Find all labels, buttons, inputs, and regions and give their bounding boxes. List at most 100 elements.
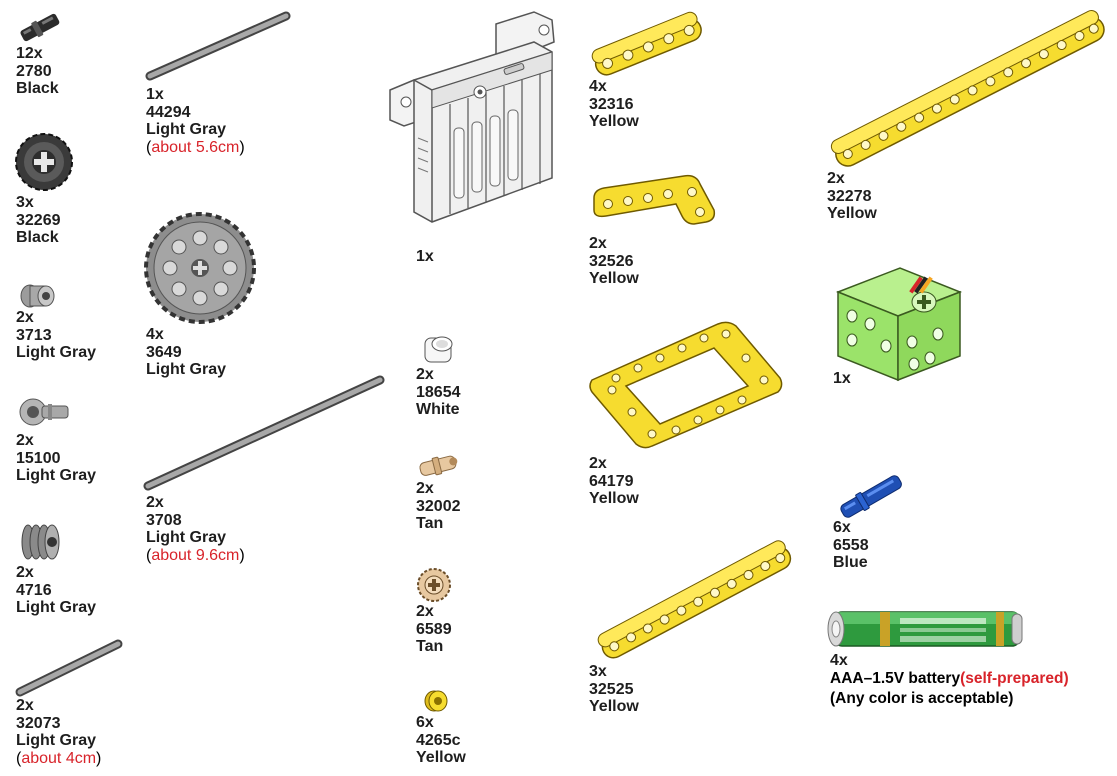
part-label: 2x 18654 White bbox=[416, 366, 461, 419]
part-color: Yellow bbox=[589, 270, 639, 287]
part-label: 2x 32278 Yellow bbox=[827, 170, 877, 223]
part-number: 64179 bbox=[589, 472, 634, 490]
axle-icon bbox=[145, 11, 291, 81]
qty: 6x bbox=[416, 714, 434, 731]
part-label: 1x 44294 Light Gray (about 5.6cm) bbox=[146, 86, 245, 156]
part-color: Light Gray bbox=[16, 732, 97, 749]
part-number: 6589 bbox=[416, 620, 452, 638]
qty: 2x bbox=[16, 309, 34, 326]
qty: 2x bbox=[416, 603, 434, 620]
length-value: about 9.6cm bbox=[151, 546, 240, 564]
part-label: 1x bbox=[416, 248, 434, 266]
length-note: (about 5.6cm) bbox=[146, 138, 245, 156]
part-label: 6x 6558 Blue bbox=[833, 519, 869, 572]
qty: 2x bbox=[416, 366, 434, 383]
qty: 2x bbox=[827, 170, 845, 187]
qty: 1x bbox=[146, 86, 164, 103]
pin-tan-icon bbox=[419, 455, 458, 476]
battery-name-line: AAA–1.5V battery(self-prepared) bbox=[830, 670, 1069, 688]
self-prepared-tag: (self-prepared) bbox=[960, 669, 1069, 687]
long-axle-icon bbox=[143, 375, 385, 491]
beam-1-icon bbox=[424, 336, 453, 363]
part-color: Light Gray bbox=[16, 599, 97, 616]
part-number: 32526 bbox=[589, 252, 634, 270]
part-number: 32525 bbox=[589, 680, 634, 698]
part-number: 4716 bbox=[16, 581, 52, 599]
battery-box-icon bbox=[389, 11, 555, 223]
part-number: 32002 bbox=[416, 497, 461, 515]
part-color: Yellow bbox=[416, 749, 466, 766]
aaa-battery-icon bbox=[827, 611, 1023, 647]
qty: 2x bbox=[146, 494, 164, 511]
part-color: Tan bbox=[416, 515, 444, 532]
part-label: 2x 32526 Yellow bbox=[589, 235, 639, 288]
qty: 4x bbox=[830, 652, 848, 669]
part-label: 6x 4265c Yellow bbox=[416, 714, 466, 767]
qty: 6x bbox=[833, 519, 851, 536]
half-bush-icon bbox=[424, 690, 448, 712]
part-number: 18654 bbox=[416, 383, 461, 401]
qty: 4x bbox=[589, 78, 607, 95]
pin-hole-icon bbox=[19, 398, 69, 426]
qty: 2x bbox=[16, 697, 34, 714]
part-number: 3713 bbox=[16, 326, 52, 344]
part-label: 2x 6589 Tan bbox=[416, 603, 452, 656]
part-color: Yellow bbox=[589, 698, 639, 715]
length-note: (about 4cm) bbox=[16, 749, 102, 767]
qty: 1x bbox=[833, 370, 851, 387]
part-label: 2x 3708 Light Gray (about 9.6cm) bbox=[146, 494, 245, 564]
part-number: 3649 bbox=[146, 343, 182, 361]
part-number: 44294 bbox=[146, 103, 191, 121]
part-number: 2780 bbox=[16, 62, 52, 80]
worm-gear-icon bbox=[21, 524, 60, 560]
part-label: 2x 4716 Light Gray bbox=[16, 564, 96, 617]
qty: 2x bbox=[16, 564, 34, 581]
qty: 2x bbox=[589, 455, 607, 472]
part-number: 3708 bbox=[146, 511, 182, 529]
part-color: Yellow bbox=[827, 205, 877, 222]
large-gear-icon bbox=[144, 212, 256, 324]
part-number: 6558 bbox=[833, 536, 869, 554]
part-number: 32269 bbox=[16, 211, 61, 229]
part-label: 2x 3713 Light Gray bbox=[16, 309, 96, 362]
part-label: 3x 32269 Black bbox=[16, 194, 61, 247]
part-color: Yellow bbox=[589, 113, 639, 130]
battery-label: 4x AAA–1.5V battery(self-prepared) (Any … bbox=[830, 652, 1069, 708]
bevel-gear-icon bbox=[417, 568, 451, 602]
part-color: Light Gray bbox=[146, 529, 227, 546]
part-color: Light Gray bbox=[16, 467, 97, 484]
frame-icon bbox=[589, 321, 783, 449]
motor-icon bbox=[835, 267, 963, 382]
part-label: 2x 32002 Tan bbox=[416, 480, 461, 533]
part-color: Light Gray bbox=[146, 361, 227, 378]
small-gear-icon bbox=[15, 133, 73, 191]
qty: 1x bbox=[416, 248, 434, 265]
part-number: 4265c bbox=[416, 731, 461, 749]
qty: 12x bbox=[16, 45, 43, 62]
qty: 4x bbox=[146, 326, 164, 343]
any-color-note: (Any color is acceptable) bbox=[830, 690, 1014, 707]
part-color: White bbox=[416, 401, 460, 418]
qty: 3x bbox=[16, 194, 34, 211]
beam-5-icon bbox=[591, 11, 702, 76]
qty: 2x bbox=[16, 432, 34, 449]
length-value: about 4cm bbox=[21, 749, 97, 767]
part-color: Black bbox=[16, 80, 59, 97]
part-label: 3x 32525 Yellow bbox=[589, 663, 639, 716]
part-number: 15100 bbox=[16, 449, 61, 467]
battery-name: AAA–1.5V battery bbox=[830, 669, 961, 687]
length-value: about 5.6cm bbox=[151, 138, 240, 156]
part-label: 2x 15100 Light Gray bbox=[16, 432, 96, 485]
short-axle-icon bbox=[15, 639, 123, 697]
part-color: Yellow bbox=[589, 490, 639, 507]
part-number: 32278 bbox=[827, 187, 872, 205]
part-label: 4x 3649 Light Gray bbox=[146, 326, 226, 379]
part-number: 32316 bbox=[589, 95, 634, 113]
part-color: Tan bbox=[416, 638, 444, 655]
qty: 3x bbox=[589, 663, 607, 680]
bush-icon bbox=[20, 284, 55, 308]
part-label: 1x bbox=[833, 370, 851, 388]
qty: 2x bbox=[416, 480, 434, 497]
part-color: Light Gray bbox=[146, 121, 227, 138]
part-label: 2x 32073 Light Gray (about 4cm) bbox=[16, 697, 101, 767]
